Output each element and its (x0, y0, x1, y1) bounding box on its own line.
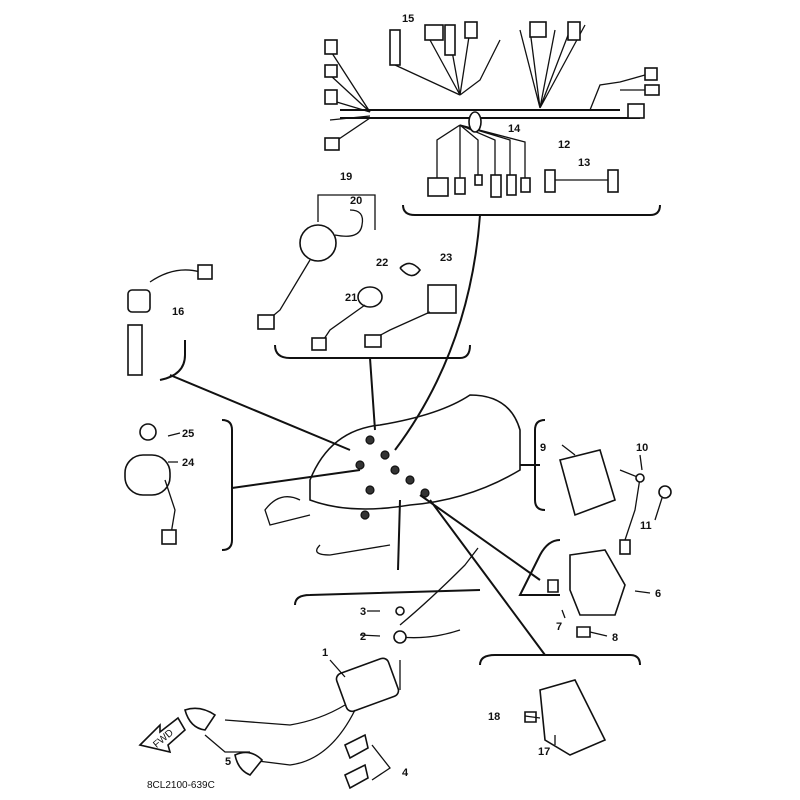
callout-24: 24 (182, 457, 195, 469)
callout-10: 10 (636, 442, 648, 454)
left-components (124, 264, 233, 551)
callout-21: 21 (345, 292, 357, 304)
callout-4: 4 (402, 767, 409, 779)
callout-2: 2 (360, 631, 366, 643)
ignition-coil-group (184, 547, 481, 790)
callout-22: 22 (376, 257, 388, 269)
snowmobile-body (169, 214, 546, 656)
callout-5: 5 (225, 756, 231, 768)
callout-12: 12 (558, 139, 570, 151)
callout-23: 23 (440, 252, 452, 264)
callout-1: 1 (322, 647, 328, 659)
callout-17: 17 (538, 746, 550, 758)
wire-harness (324, 21, 661, 216)
fwd-arrow: FWD (138, 716, 187, 754)
callout-20: 20 (350, 195, 362, 207)
callout-9: 9 (540, 442, 546, 454)
callout-19: 19 (340, 171, 352, 183)
callout-3: 3 (360, 606, 366, 618)
callout-14: 14 (508, 123, 521, 135)
diagram-code: 8CL2100-639C (147, 780, 215, 791)
callout-13: 13 (578, 157, 590, 169)
ignition-switch-group (257, 194, 471, 359)
callout-labels: 15 14 12 13 19 20 22 23 21 16 25 24 9 10… (172, 13, 661, 779)
leader-lines (167, 432, 663, 745)
right-components (518, 419, 672, 638)
callout-18: 18 (488, 711, 500, 723)
callout-15: 15 (402, 13, 414, 25)
callout-25: 25 (182, 428, 194, 440)
connection-points (355, 435, 430, 520)
callout-16: 16 (172, 306, 184, 318)
callout-6: 6 (655, 588, 661, 600)
callout-7-right: 7 (556, 621, 562, 633)
callout-11: 11 (640, 520, 652, 532)
callout-8: 8 (612, 632, 618, 644)
cdi-unit-group (479, 654, 641, 756)
